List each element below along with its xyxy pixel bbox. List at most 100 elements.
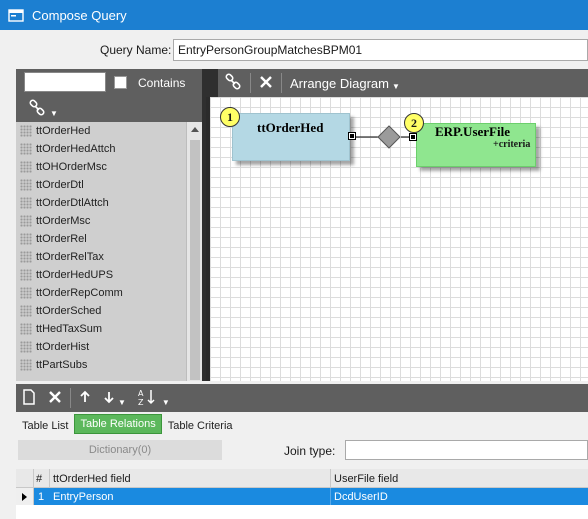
table-name-label: ttOrderHedAttch [36, 143, 116, 155]
arrange-diagram-label: Arrange Diagram [290, 75, 389, 91]
drag-handle-icon[interactable] [20, 161, 32, 173]
column-header-right-field[interactable]: UserFile field [334, 472, 399, 485]
drag-handle-icon[interactable] [20, 179, 32, 191]
arrow-down-icon [103, 390, 115, 407]
right-field-cell[interactable]: DcdUserID [331, 488, 588, 505]
table-list-scrollbar[interactable] [186, 122, 202, 381]
table-name-label: ttOrderMsc [36, 215, 91, 227]
arrange-diagram-button[interactable]: Arrange Diagram ▼ [284, 76, 406, 91]
node-port[interactable] [348, 132, 356, 140]
list-item[interactable]: ttOrderDtlAttch [16, 194, 202, 212]
table-name-label: ttOrderDtlAttch [36, 197, 109, 209]
grid-header: # ttOrderHed field UserFile field [16, 469, 588, 488]
table-name-label: ttOrderSched [36, 305, 102, 317]
join-type-label: Join type: [284, 444, 336, 458]
drag-handle-icon[interactable] [20, 233, 32, 245]
svg-text:A: A [138, 389, 144, 398]
table-search-input[interactable] [24, 72, 106, 92]
drag-handle-icon[interactable] [20, 323, 32, 335]
toolbar-separator [281, 73, 282, 93]
tab-table-relations[interactable]: Table Relations [74, 414, 162, 434]
drag-handle-icon[interactable] [20, 215, 32, 227]
drag-handle-icon[interactable] [20, 251, 32, 263]
list-item[interactable]: ttOrderMsc [16, 212, 202, 230]
chevron-down-icon: ▼ [161, 397, 170, 407]
table-name-label: ttOrderDtl [36, 179, 84, 191]
query-tabs: Table List Table Relations Table Criteri… [16, 412, 239, 436]
table-name-label: ttOrderHedUPS [36, 269, 114, 281]
delete-button[interactable] [42, 384, 68, 412]
list-item[interactable]: ttOrderHedAttch [16, 140, 202, 158]
node-number-badge: 1 [220, 107, 240, 127]
join-type-select[interactable] [345, 440, 588, 460]
contains-checkbox[interactable] [114, 76, 127, 89]
left-link-dropdown[interactable]: ▼ [28, 99, 58, 120]
list-item[interactable]: ttHedTaxSum [16, 320, 202, 338]
table-name-label: ttOrderHist [36, 341, 90, 353]
current-row-icon [22, 492, 27, 501]
table-name-label: ttOrderRel [36, 233, 87, 245]
column-header-left-field[interactable]: ttOrderHed field [50, 469, 331, 488]
list-item[interactable]: ttOrderHist [16, 338, 202, 356]
table-row[interactable]: 1 EntryPerson DcdUserID [16, 488, 588, 505]
dictionary-button[interactable]: Dictionary(0) [18, 440, 222, 460]
new-document-icon [22, 388, 36, 408]
table-node-ttorderhed[interactable]: ttOrderHed [232, 113, 350, 161]
table-name-label: ttOrderHed [36, 125, 91, 137]
drag-handle-icon[interactable] [20, 143, 32, 155]
query-name-label: Query Name: [100, 43, 172, 57]
chevron-down-icon: ▼ [50, 109, 58, 118]
list-item[interactable]: ttOrderDtl [16, 176, 202, 194]
table-name-label: ttOrderRelTax [36, 251, 104, 263]
grid-header-indicator [16, 469, 34, 488]
list-item[interactable]: ttOrderHed [16, 122, 202, 140]
relation-diamond-icon[interactable] [377, 125, 401, 149]
query-name-input[interactable]: EntryPersonGroupMatchesBPM01 [173, 39, 588, 61]
table-list: ttOrderHed ttOrderHedAttch ttOHOrderMsc ttO… [16, 122, 202, 381]
list-item[interactable]: ttPartSubs [16, 356, 202, 374]
list-item[interactable]: ttOrderSched [16, 302, 202, 320]
drag-handle-icon[interactable] [20, 197, 32, 209]
table-node-erp-userfile[interactable]: ERP.UserFile +criteria [416, 123, 536, 167]
table-name-label: ttOrderRepComm [36, 287, 123, 299]
list-item[interactable]: ttOrderHedUPS [16, 266, 202, 284]
column-header-number[interactable]: # [34, 469, 50, 488]
scroll-up-icon[interactable] [191, 127, 199, 132]
list-item[interactable]: ttOrderRepComm [16, 284, 202, 302]
relation-connector [356, 125, 410, 149]
drag-handle-icon[interactable] [20, 287, 32, 299]
delete-button[interactable] [253, 69, 279, 97]
new-button[interactable] [16, 384, 42, 412]
list-item[interactable]: ttOrderRel [16, 230, 202, 248]
table-name-label: ttOHOrderMsc [36, 161, 107, 173]
left-field-cell[interactable]: EntryPerson [50, 488, 331, 505]
link-button[interactable] [218, 69, 248, 97]
tab-table-list[interactable]: Table List [22, 420, 69, 432]
move-down-button[interactable]: ▼ [97, 384, 132, 412]
link-icon [224, 72, 242, 94]
app-icon [8, 7, 24, 23]
node-number-badge: 2 [404, 113, 424, 133]
drag-handle-icon[interactable] [20, 359, 32, 371]
list-item[interactable]: ttOHOrderMsc [16, 158, 202, 176]
list-item[interactable]: ttOrderRelTax [16, 248, 202, 266]
drag-handle-icon[interactable] [20, 341, 32, 353]
drag-handle-icon[interactable] [20, 125, 32, 137]
title-bar: Compose Query [0, 0, 588, 30]
contains-label: Contains [138, 76, 186, 90]
chevron-down-icon: ▼ [118, 397, 126, 407]
toolbar-separator [250, 73, 251, 93]
diagram-canvas[interactable]: ttOrderHed 1 ERP.UserFile +criteria 2 [210, 97, 588, 381]
drag-handle-icon[interactable] [20, 269, 32, 281]
tab-table-criteria[interactable]: Table Criteria [167, 420, 233, 432]
move-up-button[interactable] [73, 384, 97, 412]
table-name-label: ttPartSubs [36, 359, 88, 371]
scroll-thumb[interactable] [190, 140, 200, 380]
node-port[interactable] [409, 133, 417, 141]
drag-handle-icon[interactable] [20, 305, 32, 317]
relations-grid: # ttOrderHed field UserFile field 1 Entr… [16, 469, 588, 519]
toolbar-separator [70, 388, 71, 408]
